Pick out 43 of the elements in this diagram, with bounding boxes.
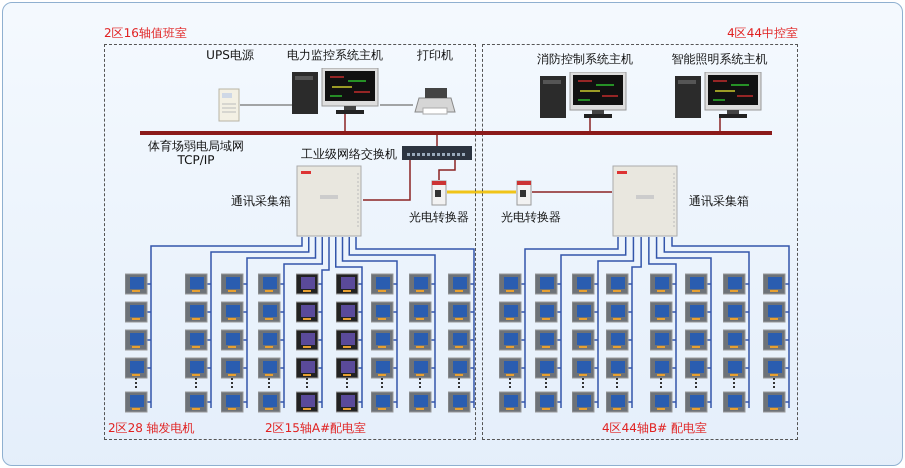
cable-line (664, 237, 750, 272)
device-label: 消防控制系统主机 (536, 52, 634, 66)
cable-line (246, 237, 316, 272)
device-label: 光电转换器 (500, 210, 562, 224)
cable-line (438, 160, 456, 180)
cable-line (719, 118, 721, 131)
device-label: 打印机 (416, 48, 454, 62)
area-label: 2区15轴A#配电室 (265, 421, 366, 435)
device-label: 通讯采集箱 (688, 194, 750, 208)
cable-line (631, 237, 642, 272)
cable-line (210, 237, 310, 272)
area-label: 2区28 轴发电机 (108, 421, 195, 435)
device-label: 通讯采集箱 (230, 194, 292, 208)
cable-line (436, 135, 438, 146)
area-label: 4区44轴B# 配电室 (602, 421, 708, 435)
device-label: 电力监控系统主机 (286, 48, 384, 62)
cable-line (656, 237, 712, 272)
cable-line (560, 237, 626, 272)
cable-line (240, 104, 292, 106)
device-label: 工业级网络交换机 (300, 147, 398, 161)
cable-line (342, 237, 398, 272)
cable-line (380, 104, 413, 106)
cable-line (363, 160, 411, 201)
cable-line (283, 237, 323, 272)
cable-line (597, 237, 634, 272)
cable-line (648, 237, 677, 272)
device-label: UPS电源 (205, 48, 255, 62)
cable-line (589, 118, 591, 131)
cable-line (524, 237, 619, 272)
cable-line (355, 237, 475, 272)
cable-line (335, 237, 363, 272)
cable-line (532, 191, 612, 193)
cable-line (344, 114, 346, 131)
cable-line (348, 237, 436, 272)
area-title: 4区44中控室 (727, 26, 798, 40)
network-label: 体育场弱电局域网 TCP/IP (147, 139, 245, 167)
cable-line (321, 237, 330, 272)
cable-line (671, 237, 790, 272)
cable-line (150, 237, 303, 272)
device-label: 智能照明系统主机 (670, 52, 768, 66)
device-label: 光电转换器 (408, 210, 470, 224)
area-title: 2区16轴值班室 (104, 26, 187, 40)
cable-line (447, 190, 516, 194)
